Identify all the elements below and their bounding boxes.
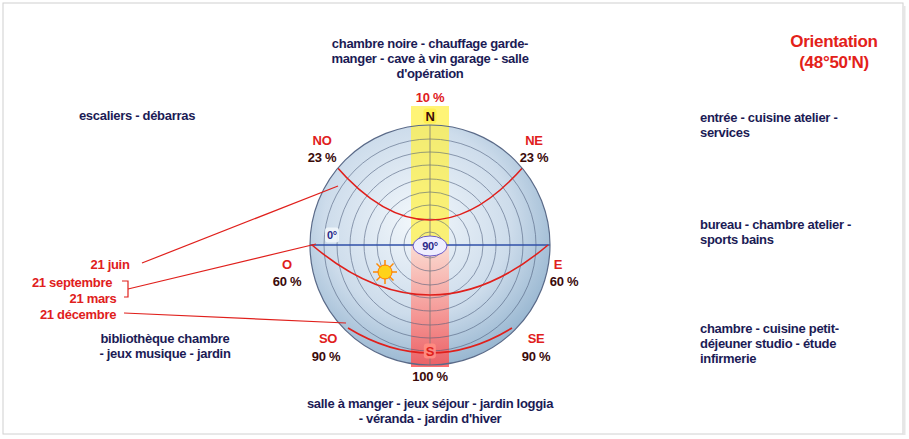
compass-point: O — [282, 257, 292, 272]
compass-point: SE — [528, 331, 545, 346]
compass-point: S — [424, 344, 436, 359]
leader-line — [128, 244, 316, 289]
diagram-title: Orientation (48°50'N) — [764, 31, 904, 73]
compass-point: NE — [525, 133, 542, 148]
room-list: bibliothèque chambre - jeux musique - ja… — [98, 331, 233, 361]
room-list: escaliers - débarras — [79, 108, 195, 123]
date-label: 21 mars — [69, 291, 116, 306]
room-list: chambre - cuisine petit-déjeuner studio … — [700, 321, 855, 366]
sunshine-percent: 90 % — [522, 349, 550, 364]
altitude-label: 90° — [422, 239, 438, 254]
frame — [3, 3, 903, 434]
sunshine-percent: 23 % — [308, 150, 336, 165]
date-label: 21 septembre — [32, 275, 112, 290]
sun-disc — [378, 265, 392, 279]
leader-line — [142, 186, 338, 263]
sky-disc — [310, 125, 550, 365]
compass-point: NO — [313, 133, 332, 148]
sun-rays — [373, 260, 397, 284]
sun-icon — [373, 260, 397, 284]
room-list: salle à manger - jeux séjour - jardin lo… — [305, 396, 555, 426]
leader-bracket — [122, 281, 128, 297]
zenith-ellipse — [413, 236, 447, 256]
compass-point: N — [423, 109, 436, 124]
frame-shadow — [903, 6, 906, 435]
room-list: chambre noire - chauffage garde-manger -… — [320, 36, 540, 81]
room-list: bureau - chambre atelier - sports bains — [700, 217, 855, 247]
sunshine-percent: 23 % — [520, 150, 548, 165]
sunshine-percent: 100 % — [412, 369, 447, 384]
compass-point: SO — [319, 331, 337, 346]
date-label: 21 juin — [90, 257, 129, 272]
room-list: entrée - cuisine atelier - services — [700, 110, 855, 140]
leader-line — [124, 313, 346, 323]
sunshine-percent: 60 % — [273, 274, 301, 289]
sunshine-percent: 90 % — [312, 349, 340, 364]
altitude-label: 0° — [325, 228, 339, 243]
horizon-circle — [310, 125, 550, 365]
sun-paths — [312, 165, 548, 353]
sunshine-percent: 60 % — [550, 274, 578, 289]
compass-point: E — [554, 257, 562, 272]
sun-ray — [377, 264, 394, 281]
date-label: 21 décembre — [40, 307, 116, 322]
sun-ray — [377, 264, 394, 281]
date-leader-lines — [122, 186, 346, 323]
sunshine-percent: 10 % — [416, 90, 444, 105]
june-sun-path — [335, 165, 525, 220]
